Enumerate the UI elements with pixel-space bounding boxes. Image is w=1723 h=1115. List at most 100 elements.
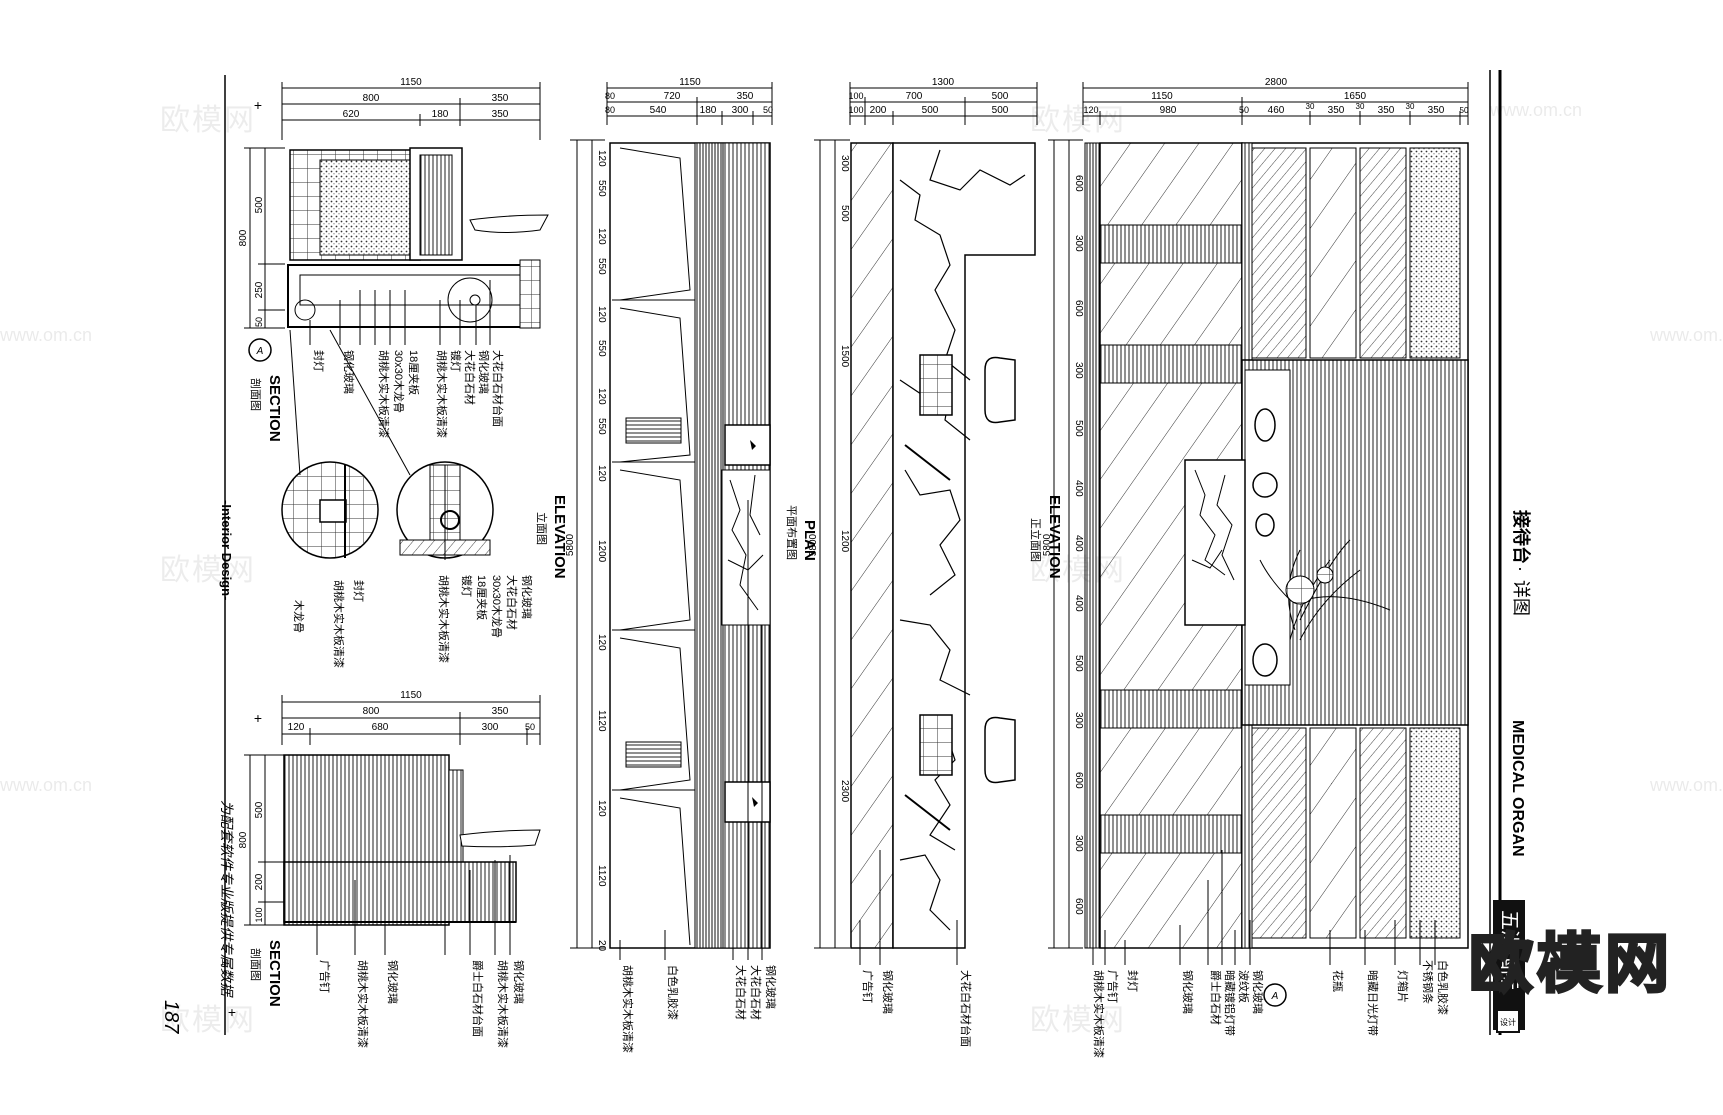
dim-text: 500 bbox=[992, 105, 1009, 116]
dim-text: 1150 bbox=[679, 77, 701, 88]
dim-text: 180 bbox=[700, 105, 717, 116]
dim-text: 50 bbox=[763, 105, 773, 115]
dim-text: 80 bbox=[605, 91, 615, 101]
dim-text: 540 bbox=[650, 105, 667, 116]
svg-text:550: 550 bbox=[596, 258, 607, 275]
svg-text:钢化玻璃: 钢化玻璃 bbox=[477, 350, 491, 394]
svg-text:1120: 1120 bbox=[596, 865, 607, 887]
svg-text:胡桃木实木板清漆: 胡桃木实木板清漆 bbox=[356, 960, 370, 1048]
drawing-subtitle: 详图 bbox=[1511, 580, 1531, 616]
svg-text:300: 300 bbox=[1073, 712, 1084, 729]
watermark-text: 欧模网 bbox=[1030, 553, 1126, 588]
svg-text:胡桃木实木板清漆: 胡桃木实木板清漆 bbox=[496, 960, 510, 1048]
title-block: 接待台 · 详图 MEDICAL ORGAN 五洲国际 设计 bbox=[1493, 510, 1532, 1033]
dim-text: 680 bbox=[372, 722, 389, 733]
dim-text: 800 bbox=[363, 706, 380, 717]
view-subtitle: 剖面图 bbox=[249, 948, 263, 981]
view-title: PLAN bbox=[801, 520, 818, 561]
annotations-plan: 大花白石材台面 钢化玻璃 广告钉 bbox=[861, 970, 973, 1047]
dim-text: 30 bbox=[1356, 102, 1365, 111]
svg-text:2300: 2300 bbox=[839, 780, 850, 803]
brand-stamp-text: 五洲国际 bbox=[1498, 910, 1521, 990]
elevation-front-view: 2800 1150 1650 120 980 50 460 30 350 30 … bbox=[1042, 77, 1469, 1058]
detail-circle-2 bbox=[281, 329, 379, 559]
svg-text:胡桃木实木板清漆: 胡桃木实木板清漆 bbox=[332, 580, 346, 668]
svg-text:500: 500 bbox=[1073, 420, 1084, 437]
seal-text: 设计 bbox=[1500, 1017, 1516, 1027]
svg-text:镀灯: 镀灯 bbox=[449, 350, 463, 372]
page-number: 187 bbox=[160, 1000, 182, 1034]
svg-text:120: 120 bbox=[596, 634, 607, 651]
svg-text:暗藏日光灯带: 暗藏日光灯带 bbox=[1366, 970, 1380, 1036]
svg-text:胡桃木实木板清漆: 胡桃木实木板清漆 bbox=[377, 350, 391, 438]
svg-text:120: 120 bbox=[596, 465, 607, 482]
dim-text: 300 bbox=[732, 105, 749, 116]
dim-text: 350 bbox=[1328, 105, 1345, 116]
watermark-text: 欧模网 bbox=[160, 103, 256, 138]
svg-text:1120: 1120 bbox=[596, 710, 607, 732]
view-subtitle: 平面布置图 bbox=[785, 505, 798, 560]
svg-text:花瓶: 花瓶 bbox=[1331, 970, 1345, 992]
dim-text: 350 bbox=[1428, 105, 1445, 116]
svg-text:20: 20 bbox=[596, 940, 607, 952]
svg-text:封灯: 封灯 bbox=[352, 580, 366, 602]
dim-text: 5800 bbox=[565, 533, 576, 556]
section-marker-icon bbox=[248, 338, 272, 362]
view-title: ELEVATION bbox=[551, 495, 568, 579]
svg-text:大花白石材: 大花白石材 bbox=[505, 575, 519, 630]
elevation-side-view: 1150 80 720 350 80 540 180 300 50 5800 1… bbox=[535, 77, 818, 1053]
watermark-url: www.om.cn bbox=[1650, 325, 1723, 345]
drawing-title: 接待台 bbox=[1511, 510, 1532, 564]
section-a-view: 1150 800 350 620 180 350 800 500 250 50 bbox=[238, 77, 549, 668]
svg-text:300: 300 bbox=[1073, 362, 1084, 379]
dim-text: 100 bbox=[254, 907, 264, 922]
svg-text:镀灯: 镀灯 bbox=[460, 575, 474, 597]
elev-left-dims: 120 550 120 550 120 550 120 550 120 1200… bbox=[596, 150, 607, 952]
watermark-url: www.om.cn bbox=[0, 325, 93, 345]
svg-text:400: 400 bbox=[1073, 595, 1084, 612]
dim-text: 350 bbox=[1378, 105, 1395, 116]
svg-text:钢化玻璃: 钢化玻璃 bbox=[512, 960, 526, 1004]
detail-circle-1 bbox=[329, 329, 494, 560]
svg-text:胡桃木实木板清漆: 胡桃木实木板清漆 bbox=[437, 575, 451, 663]
svg-text:暗藏镀铝灯带: 暗藏镀铝灯带 bbox=[1223, 970, 1237, 1036]
dim-text: 700 bbox=[906, 91, 923, 102]
view-subtitle: 立面图 bbox=[535, 512, 549, 545]
svg-text:30x30木龙骨: 30x30木龙骨 bbox=[490, 575, 503, 638]
annotations-elevation-side: 钢化玻璃 大花白石材 大花白石材 白色乳胶漆 胡桃木实木板清漆 bbox=[621, 965, 778, 1053]
annotations-detail-1: 钢化玻璃 大花白石材 30x30木龙骨 18厘夹板 镀灯 胡桃木实木板清漆 bbox=[437, 575, 534, 663]
crosshair-icon: + bbox=[228, 1004, 236, 1020]
dim-text: 120 bbox=[1083, 105, 1098, 115]
plan-left-dims: 300 500 1500 1200 2300 bbox=[839, 155, 850, 803]
svg-text:钢化玻璃: 钢化玻璃 bbox=[764, 965, 778, 1009]
dim-text: 200 bbox=[254, 873, 265, 890]
dim-text: 30 bbox=[1306, 102, 1315, 111]
svg-text:550: 550 bbox=[596, 418, 607, 435]
svg-text:600: 600 bbox=[1073, 300, 1084, 317]
annotations-elevation-front: 钢化玻璃 波纹板 暗藏镀铝灯带 爵士白石材 钢化玻璃 封灯 广告钉 胡桃木实木板… bbox=[1092, 960, 1450, 1058]
watermark-url: www.om.cn bbox=[1490, 100, 1583, 120]
view-subtitle: 剖面图 bbox=[249, 378, 263, 411]
svg-text:120: 120 bbox=[596, 306, 607, 323]
svg-text:钢化玻璃: 钢化玻璃 bbox=[342, 350, 356, 394]
dim-text: 500 bbox=[922, 105, 939, 116]
dim-text: 720 bbox=[664, 91, 681, 102]
svg-text:广告钉: 广告钉 bbox=[318, 960, 331, 993]
svg-text:封灯: 封灯 bbox=[1126, 970, 1140, 992]
svg-text:大花白石材台面: 大花白石材台面 bbox=[491, 350, 505, 427]
section-b-view: 1150 800 350 120 680 300 50 800 500 200 … bbox=[238, 690, 541, 1048]
interior-design-label: -Interior Design- bbox=[219, 500, 234, 600]
dim-text: 200 bbox=[870, 105, 887, 116]
dim-text: 2800 bbox=[1265, 77, 1288, 88]
dim-text: 980 bbox=[1160, 105, 1177, 116]
svg-text:600: 600 bbox=[1073, 898, 1084, 915]
brand-stamp bbox=[1493, 900, 1525, 1030]
svg-text:1200: 1200 bbox=[596, 540, 607, 563]
vase-icons bbox=[1252, 408, 1278, 677]
dim-text: 1150 bbox=[400, 77, 422, 88]
dim-text: 180 bbox=[432, 109, 449, 120]
svg-text:灯箱片: 灯箱片 bbox=[1396, 970, 1410, 1003]
dim-text: 1650 bbox=[1344, 91, 1367, 102]
svg-text:120: 120 bbox=[596, 228, 607, 245]
